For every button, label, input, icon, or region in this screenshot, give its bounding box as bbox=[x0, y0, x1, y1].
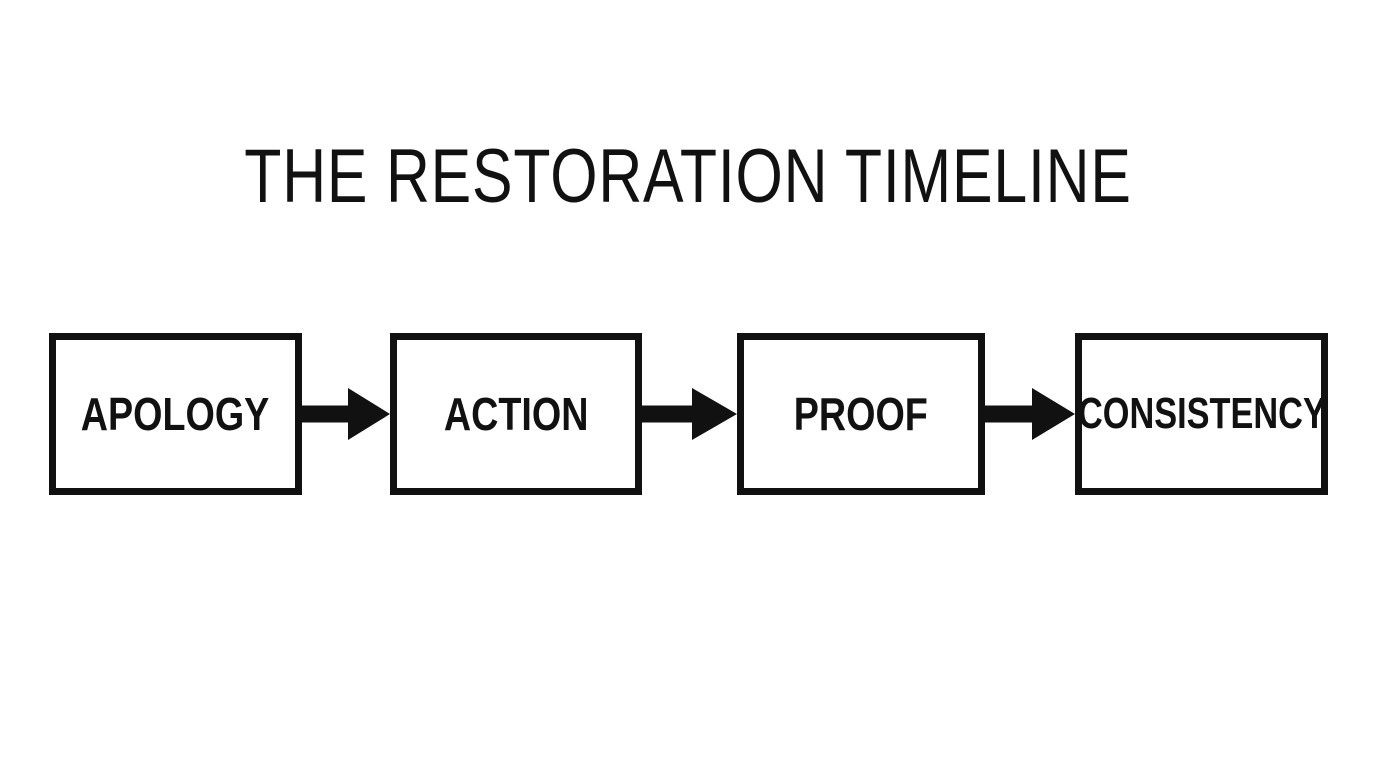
arrow-right-icon-proof-to-consistency bbox=[985, 388, 1075, 440]
flow-stage-apology[interactable]: APOLOGY bbox=[49, 333, 302, 495]
flow-stage-proof[interactable]: PROOF bbox=[737, 333, 985, 495]
arrow-right-icon-action-to-proof bbox=[642, 388, 737, 440]
flow-stage-label: ACTION bbox=[443, 388, 589, 440]
flow-stage-action[interactable]: ACTION bbox=[390, 333, 642, 495]
page-title: THE RESTORATION TIMELINE bbox=[244, 134, 1132, 219]
arrow-right-icon-apology-to-action bbox=[302, 388, 390, 440]
flow-stage-consistency[interactable]: CONSISTENCY bbox=[1075, 333, 1328, 495]
flow-stage-label: PROOF bbox=[793, 388, 929, 440]
flow-stage-label: CONSISTENCY bbox=[1077, 389, 1326, 438]
flow-stage-label: APOLOGY bbox=[81, 388, 270, 440]
